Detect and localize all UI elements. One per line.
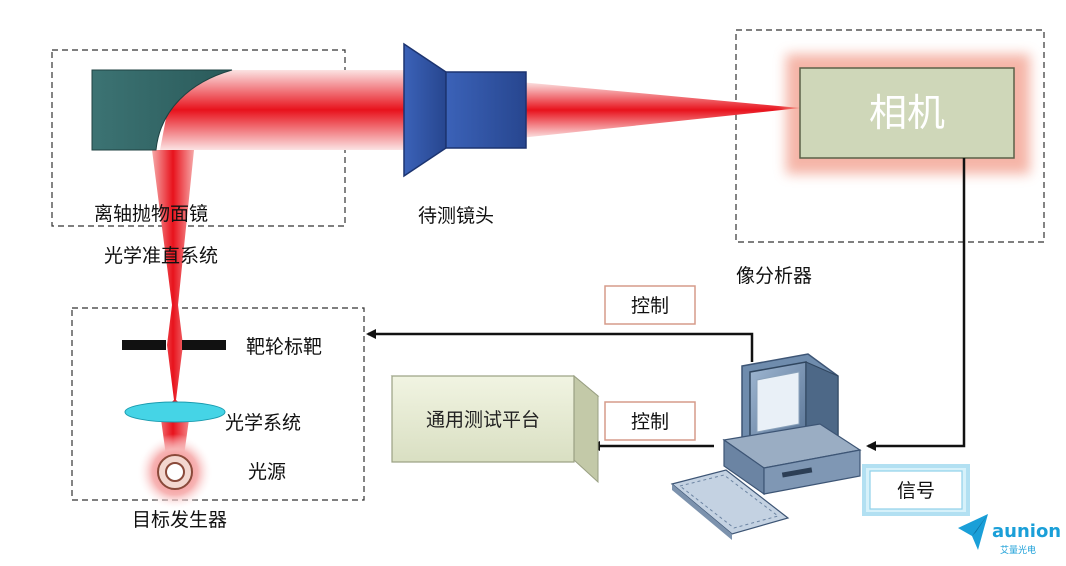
target-generator-label: 目标发生器 — [132, 509, 227, 531]
light-source-inner — [165, 462, 185, 482]
target-bar-left — [122, 340, 166, 350]
signal-line — [866, 158, 966, 451]
target-generator-dashed-box — [71, 307, 365, 501]
control-line-target — [366, 329, 754, 362]
signal-box — [869, 470, 963, 510]
computer-icon — [670, 353, 862, 540]
logo-name: aunion — [992, 521, 1061, 542]
mirror-label-line1: 离轴抛物面镜 — [94, 203, 208, 225]
platform-side — [573, 374, 599, 484]
optical-system-label: 光学系统 — [225, 412, 301, 434]
control-label-top: 控制 — [631, 295, 669, 317]
logo-subtitle: 艾量光电 — [1000, 544, 1036, 556]
lens-label: 待测镜头 — [418, 205, 494, 227]
control-box-top — [604, 285, 696, 325]
camera-label: 相机 — [869, 91, 945, 135]
aunion-logo: aunion 艾量光电 — [958, 514, 1061, 556]
target-bar-right — [182, 340, 226, 350]
parabolic-mirror — [91, 69, 233, 151]
signal-label: 信号 — [897, 480, 935, 502]
target-plate-label: 靶轮标靶 — [246, 336, 322, 358]
focused-beam — [520, 82, 800, 138]
test-lens-barrel — [445, 71, 527, 149]
analyzer-dashed-box — [735, 29, 1045, 243]
collimated-beam — [160, 70, 420, 150]
analyzer-label: 像分析器 — [736, 265, 812, 287]
light-source-label: 光源 — [248, 461, 286, 483]
camera-box — [799, 67, 1015, 159]
test-lens-cone — [403, 42, 447, 178]
control-box-bottom — [604, 401, 696, 441]
platform-front — [391, 375, 575, 463]
vertical-beam — [152, 150, 194, 470]
aunion-logo-icon — [958, 514, 988, 550]
control-label-bottom: 控制 — [631, 411, 669, 433]
platform-label: 通用测试平台 — [426, 409, 540, 431]
optical-lens-element — [124, 401, 226, 423]
mirror-label-line2: 光学准直系统 — [104, 245, 218, 267]
